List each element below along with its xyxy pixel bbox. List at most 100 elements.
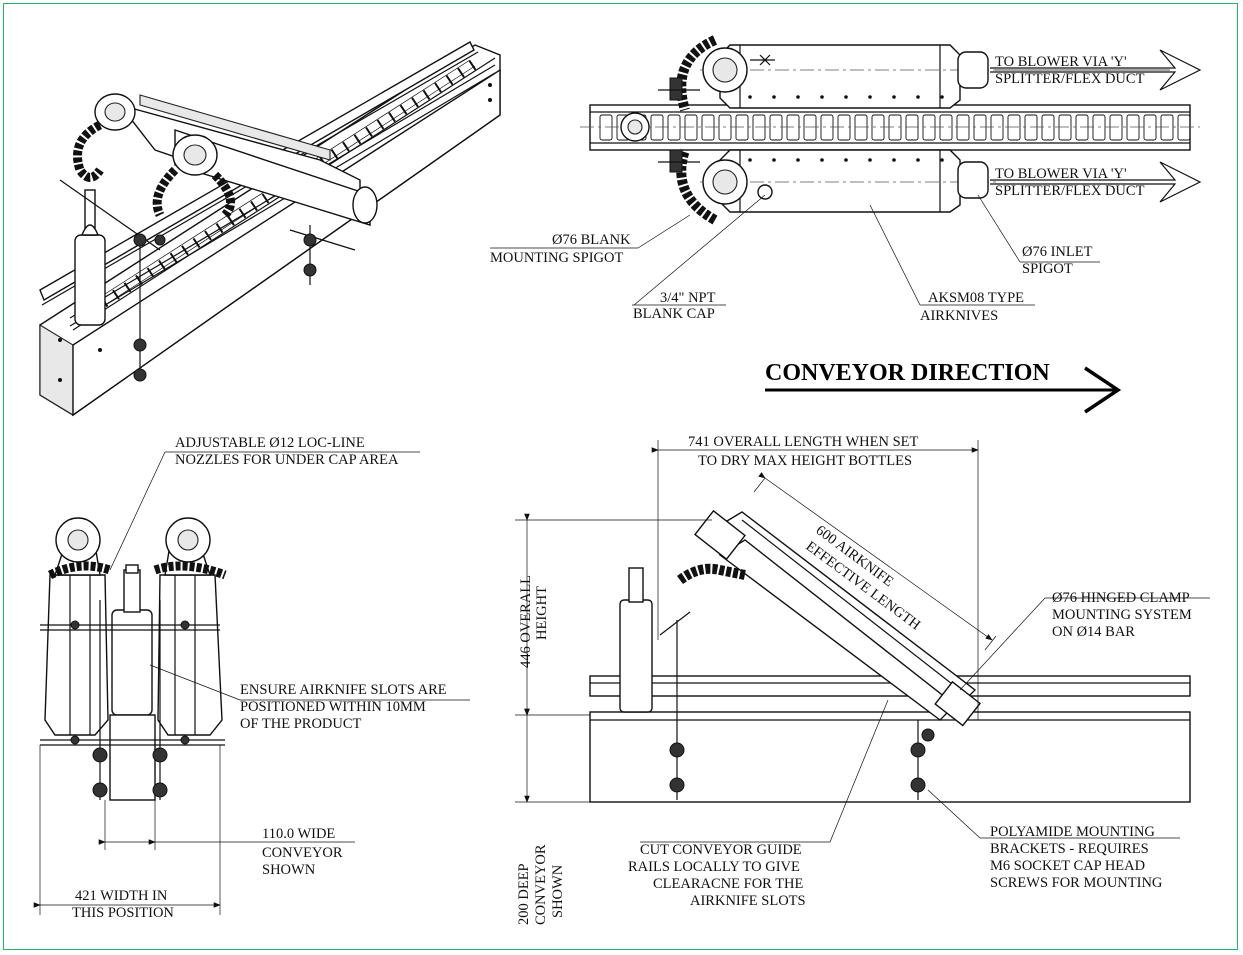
conveyor-direction: CONVEYOR DIRECTION bbox=[765, 360, 1122, 414]
label-to-blower-top-2: SPLITTER/FLEX DUCT bbox=[995, 71, 1145, 87]
conveyor-slat bbox=[1126, 114, 1140, 141]
label-to-blower-bot-2: SPLITTER/FLEX DUCT bbox=[995, 183, 1145, 199]
label-deep-2: CONVEYOR bbox=[533, 844, 549, 925]
conveyor-slat bbox=[1041, 114, 1055, 141]
airknife-bolt bbox=[796, 95, 800, 99]
label-ensure-2: POSITIONED WITHIN 10MM bbox=[240, 699, 426, 715]
conveyor-slat bbox=[599, 114, 613, 141]
conveyor-slat bbox=[181, 245, 189, 256]
conveyor-slat bbox=[353, 134, 362, 145]
conveyor-slat bbox=[1075, 114, 1089, 141]
label-to-blower-top-1: TO BLOWER VIA 'Y' bbox=[995, 54, 1127, 70]
conveyor-slat bbox=[399, 104, 408, 115]
label-wide-1: 110.0 WIDE bbox=[262, 826, 335, 842]
conveyor-slat bbox=[718, 114, 732, 141]
conveyor-slat bbox=[905, 114, 919, 141]
plan-view: TO BLOWER VIA 'Y' SPLITTER/FLEX DUCT TO … bbox=[490, 35, 1202, 324]
conveyor-slat bbox=[457, 67, 465, 78]
conveyor-slat bbox=[227, 215, 235, 226]
conveyor-slat bbox=[871, 114, 885, 141]
conveyor-slat bbox=[820, 114, 834, 141]
conveyor-slat bbox=[388, 112, 396, 123]
label-poly-3: M6 SOCKET CAP HEAD bbox=[990, 858, 1145, 874]
conveyor-slat bbox=[837, 114, 851, 141]
conveyor-slat bbox=[261, 193, 270, 204]
label-wide-2: CONVEYOR bbox=[262, 845, 343, 861]
label-cut-1: CUT CONVEYOR GUIDE bbox=[640, 842, 802, 858]
conveyor-slat bbox=[434, 82, 442, 93]
airknife-bolt bbox=[940, 158, 944, 162]
conveyor-slat bbox=[888, 114, 902, 141]
conveyor-slat bbox=[1177, 114, 1191, 141]
conveyor-slat bbox=[684, 114, 698, 141]
conveyor-slat bbox=[158, 260, 166, 271]
label-inlet-spigot-1: Ø76 INLET bbox=[1022, 244, 1093, 260]
conveyor-slat bbox=[330, 149, 339, 160]
airknife-bolt bbox=[820, 95, 824, 99]
airknife-bolt bbox=[868, 95, 872, 99]
airknife-bolt bbox=[868, 158, 872, 162]
conveyor-slat bbox=[445, 75, 454, 86]
conveyor-slat bbox=[786, 114, 800, 141]
conveyor-slat bbox=[169, 252, 178, 263]
isometric-view bbox=[39, 41, 501, 417]
label-locline-1: ADJUSTABLE Ø12 LOC-LINE bbox=[175, 435, 365, 451]
label-npt-cap-2: BLANK CAP bbox=[633, 306, 715, 322]
airknife-bolt bbox=[940, 95, 944, 99]
conveyor-slat bbox=[650, 114, 664, 141]
conveyor-slat bbox=[803, 114, 817, 141]
conveyor-slat bbox=[422, 89, 431, 100]
label-deep-3: SHOWN bbox=[550, 864, 566, 918]
conveyor-slat bbox=[468, 60, 477, 71]
conveyor-slat bbox=[939, 114, 953, 141]
label-width-1: 421 WIDTH IN bbox=[75, 888, 168, 904]
label-height-1: 446 OVERALL bbox=[518, 575, 534, 668]
conveyor-slat bbox=[752, 114, 766, 141]
label-poly-1: POLYAMIDE MOUNTING bbox=[990, 824, 1155, 840]
airknife-bolt bbox=[772, 158, 776, 162]
conveyor-slat bbox=[769, 114, 783, 141]
conveyor-slat bbox=[956, 114, 970, 141]
conveyor-slat bbox=[238, 208, 247, 219]
conveyor-slat bbox=[250, 200, 258, 211]
conveyor-slat bbox=[1160, 114, 1174, 141]
label-inlet-spigot-2: SPIGOT bbox=[1022, 261, 1073, 277]
label-aksm-1: AKSM08 TYPE bbox=[928, 290, 1024, 306]
label-cut-3: CLEARACNE FOR THE bbox=[653, 876, 804, 892]
label-ensure-3: OF THE PRODUCT bbox=[240, 716, 362, 732]
label-cut-2: RAILS LOCALLY TO GIVE bbox=[628, 859, 800, 875]
conveyor-slat bbox=[365, 126, 373, 137]
label-deep-1: 200 DEEP bbox=[516, 863, 532, 925]
conveyor-slat bbox=[701, 114, 715, 141]
label-poly-4: SCREWS FOR MOUNTING bbox=[990, 875, 1163, 891]
airknife-bolt bbox=[844, 158, 848, 162]
label-blank-spigot-1: Ø76 BLANK bbox=[552, 232, 631, 248]
label-locline-2: NOZZLES FOR UNDER CAP AREA bbox=[175, 452, 399, 468]
conveyor-slat bbox=[1109, 114, 1123, 141]
label-ensure-1: ENSURE AIRKNIFE SLOTS ARE bbox=[240, 682, 447, 698]
conveyor-slat bbox=[1092, 114, 1106, 141]
conveyor-slat bbox=[135, 274, 143, 285]
conveyor-slat bbox=[990, 114, 1004, 141]
conveyor-slat bbox=[1024, 114, 1038, 141]
label-clamp-1: Ø76 HINGED CLAMP bbox=[1052, 590, 1190, 606]
label-poly-2: BRACKETS - REQUIRES bbox=[990, 841, 1149, 857]
label-overall-len-2: TO DRY MAX HEIGHT BOTTLES bbox=[698, 453, 912, 469]
conveyor-slat bbox=[973, 114, 987, 141]
conveyor-slat bbox=[1143, 114, 1157, 141]
conveyor-slat bbox=[1058, 114, 1072, 141]
conveyor-slat bbox=[667, 114, 681, 141]
label-aksm-2: AIRKNIVES bbox=[920, 308, 998, 324]
airknife-bolt bbox=[748, 95, 752, 99]
label-clamp-3: ON Ø14 BAR bbox=[1052, 624, 1135, 640]
airknife-bolt bbox=[892, 95, 896, 99]
airknife-bolt bbox=[916, 95, 920, 99]
conveyor-slat bbox=[735, 114, 749, 141]
airknife-bolt bbox=[820, 158, 824, 162]
side-view: 741 OVERALL LENGTH WHEN SET TO DRY MAX H… bbox=[515, 434, 1210, 925]
end-view: ADJUSTABLE Ø12 LOC-LINE NOZZLES FOR UNDE… bbox=[33, 435, 470, 921]
conveyor-slat bbox=[854, 114, 868, 141]
conveyor-slat bbox=[1007, 114, 1021, 141]
airknife-bolt bbox=[796, 158, 800, 162]
